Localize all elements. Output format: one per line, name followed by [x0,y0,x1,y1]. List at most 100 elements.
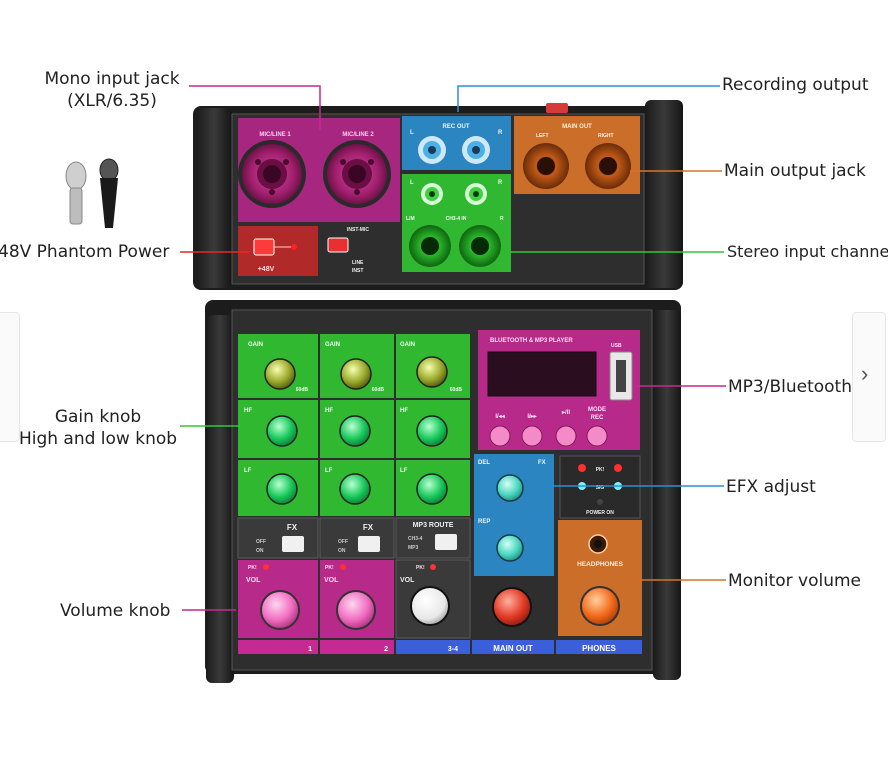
mp3-display [487,351,597,397]
fx1-off: OFF [256,539,266,545]
mic1-label: MIC/LINE 1 [259,132,291,138]
hf-label-1: HF [244,408,252,414]
ch34-in-label: CH3-4 IN [446,216,467,222]
vol-label-3: VOL [400,577,415,584]
line-label: LINE [352,260,364,266]
hf-knob-2[interactable] [339,415,371,447]
hf-knob-1[interactable] [266,415,298,447]
power-on-label: POWER ON [586,510,614,516]
gain-label-1: GAIN [248,342,263,348]
microphone-illustrations [65,158,119,228]
main-out-knob[interactable] [492,587,532,627]
prev-button[interactable] [489,425,511,447]
gain-knob-3[interactable] [416,356,448,388]
lf-label-1: LF [244,468,252,474]
vol-label-2: VOL [324,577,339,584]
rec-out-section: REC OUT L R [402,116,511,170]
callout-leaders [180,85,726,611]
phantom-power-switch[interactable] [253,238,275,256]
callout-mp3-bluetooth: MP3/Bluetooth [728,377,852,397]
carousel-prev-tab[interactable] [0,312,20,442]
main-out-knob-area [474,578,554,638]
repeat-knob[interactable] [496,534,524,562]
fx2-off: OFF [338,539,348,545]
callout-monitor-volume: Monitor volume [728,571,862,591]
chevron-right-icon: › [861,361,869,386]
callout-gain-knob: Gain knob High and low knob [4,406,192,450]
play-pause-button[interactable] [555,425,577,447]
fx-switch-2[interactable] [358,536,380,552]
carousel-next-tab[interactable]: › [852,312,886,442]
rec-out-r: R [498,130,503,136]
route-mp3: MP3 [408,545,419,551]
lf-knob-2[interactable] [339,473,371,505]
lf-row: LF LF LF [238,460,470,516]
fx-switch-1[interactable] [282,536,304,552]
strip-label-1: 1 [308,646,312,653]
mp3-route-switch[interactable] [435,534,457,550]
mode-label: MODE [588,407,606,413]
rec-label: REC [591,415,604,421]
volume-knob-2[interactable] [336,590,376,630]
pk-indicator-label: PK! [596,467,605,473]
ch34-r-label: R [500,216,504,222]
condenser-microphone-image [65,161,87,225]
lf-knob-1[interactable] [266,473,298,505]
callout-gain-line1: Gain knob [54,407,142,427]
mode-rec-button[interactable] [586,425,608,447]
mp3-bluetooth-player: BLUETOOTH & MP3 PLAYER USB I/◂◂ I/▸▸ ▸/I… [478,330,640,450]
ch34-rca-r: R [498,180,503,186]
route-ch34: CH3-4 [408,536,423,542]
volume-row: PK! PK! PK! VOL VOL VOL [238,559,471,639]
gain-max-3: 60dB [450,387,463,393]
mic-input-panel: MIC/LINE 1 MIC/LINE 2 [238,118,400,222]
inst-mic-switch[interactable] [327,237,349,253]
strip-label-2: 2 [384,646,388,653]
callout-mono-input: Mono input jack (XLR/6.35) [38,68,186,112]
inst-label: INST [352,268,363,274]
strip-label-34: 3-4 [448,646,458,653]
ch34-rca-l: L [410,180,414,186]
mic2-label: MIC/LINE 2 [342,132,374,138]
usb-label: USB [611,343,622,349]
del-label: DEL [478,460,490,466]
phantom-power-section: +48V INST-MIC LINE INST [238,226,369,276]
play-label: ▸/II [561,410,570,416]
lf-label-3: LF [400,468,408,474]
headphones-section: HEADPHONES [558,520,642,636]
vol-label-1: VOL [246,577,261,584]
strip-label-phones: PHONES [582,644,616,653]
delay-knob[interactable] [496,474,524,502]
sig-indicator-label: SIG [596,485,605,491]
callout-main-output-jack: Main output jack [724,161,866,181]
main-out-right: RIGHT [598,133,614,139]
headphone-volume-knob[interactable] [580,586,620,626]
gain-knob-2[interactable] [340,358,372,390]
hf-knob-3[interactable] [416,415,448,447]
volume-knob-3[interactable] [410,586,450,626]
volume-knob-1[interactable] [260,590,300,630]
gain-max-2: 60dB [372,387,385,393]
callout-phantom-power: 48V Phantom Power [0,242,170,262]
rec-out-label: REC OUT [443,124,470,130]
channel-strip-labels: 1 2 3-4 MAIN OUT PHONES [238,640,642,654]
inst-mic-label: INST-MIC [347,227,369,233]
next-button[interactable] [521,425,543,447]
fx-row: FX FX MP3 ROUTE OFF ON OFF ON CH3-4 MP3 [237,517,471,559]
main-out-left: LEFT [536,133,549,139]
gain-knob-1[interactable] [264,358,296,390]
callout-volume-knob: Volume knob [60,601,171,621]
rep-label: REP [478,519,490,525]
gain-label-2: GAIN [325,342,340,348]
stereo-input-section: L R L/M CH3-4 IN R [402,174,511,272]
next-label: I/▸▸ [527,414,537,420]
pk-label-1: PK! [248,565,257,571]
fx-label-1: FX [287,523,298,532]
hf-label-3: HF [400,408,408,414]
headphones-label: HEADPHONES [577,561,624,568]
pk-label-3: PK! [416,565,425,571]
gain-row: GAIN GAIN GAIN 60dB 60dB 60dB [238,334,470,398]
main-out-label: MAIN OUT [562,124,592,130]
lf-knob-3[interactable] [416,473,448,505]
